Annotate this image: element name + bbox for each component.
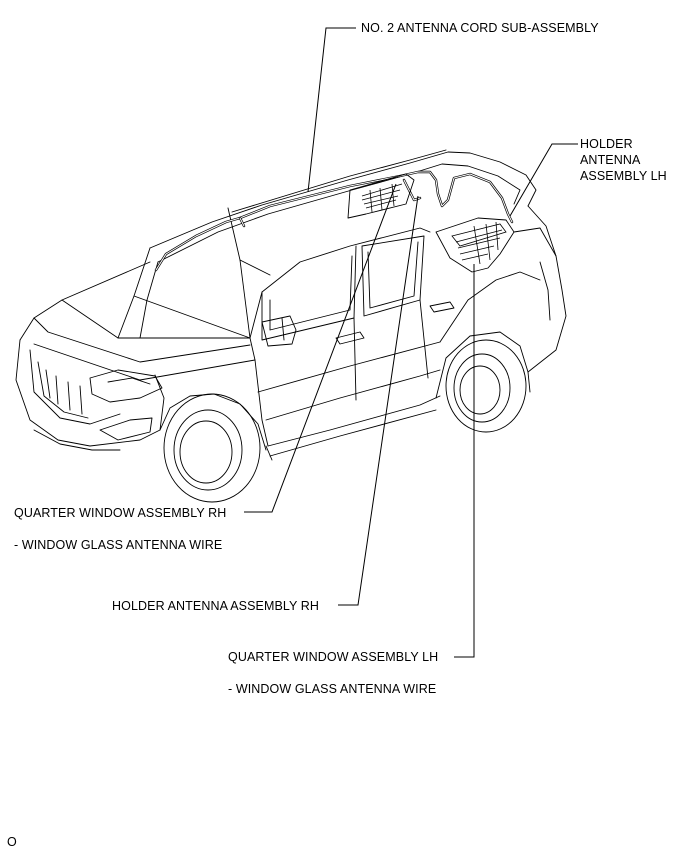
- quarter-window-rh: [347, 173, 415, 219]
- label-quarter-window-lh-sub: - WINDOW GLASS ANTENNA WIRE: [228, 682, 437, 696]
- leader-lines: [244, 27, 578, 658]
- antenna-cord: [154, 170, 514, 272]
- label-no2-antenna-cord: NO. 2 ANTENNA CORD SUB-ASSEMBLY: [361, 21, 599, 35]
- label-quarter-window-lh: QUARTER WINDOW ASSEMBLY LH: [228, 650, 439, 664]
- figure-code: O: [7, 835, 17, 849]
- label-holder-antenna-rh: HOLDER ANTENNA ASSEMBLY RH: [112, 599, 320, 613]
- label-quarter-window-rh: QUARTER WINDOW ASSEMBLY RH: [14, 506, 227, 520]
- label-holder-lh-line1: HOLDER: [580, 137, 633, 151]
- quarter-window-lh: [451, 221, 507, 265]
- label-quarter-window-rh-sub: - WINDOW GLASS ANTENNA WIRE: [14, 538, 223, 552]
- vehicle-body: [15, 149, 567, 503]
- label-holder-lh-line3: ASSEMBLY LH: [580, 169, 667, 183]
- label-holder-lh-line2: ANTENNA: [580, 153, 641, 167]
